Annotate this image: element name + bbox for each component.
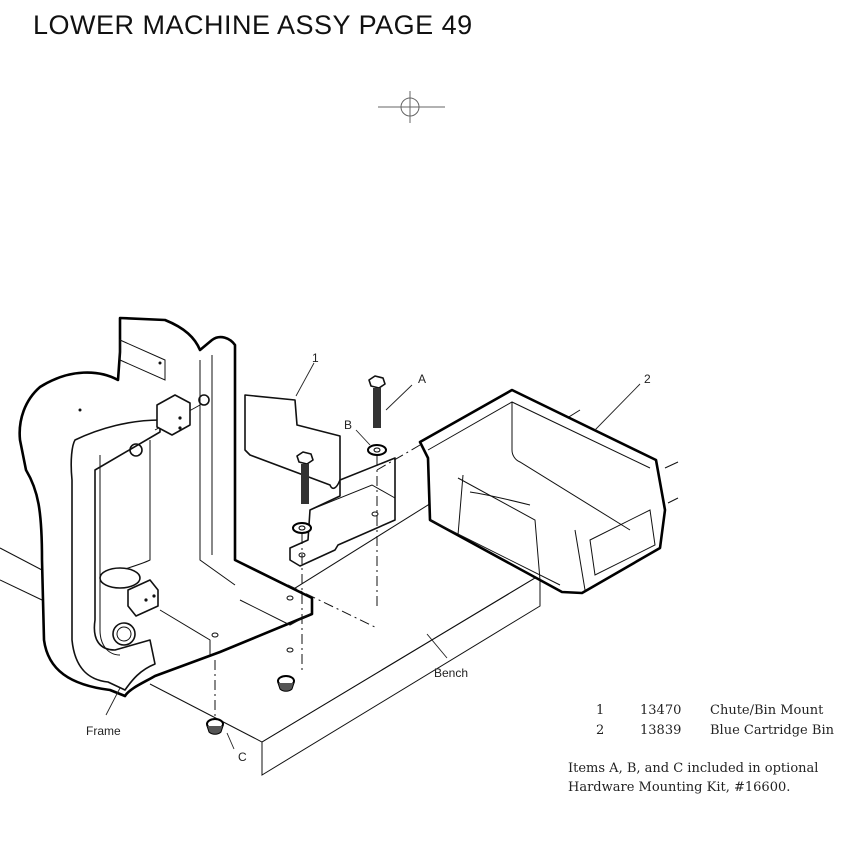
assembly-center-lines — [214, 444, 421, 716]
item-number: 2 — [596, 722, 605, 738]
hardware-kit-note: Items A, B, and C included in optional H… — [568, 759, 858, 797]
part-description: Chute/Bin Mount — [710, 702, 824, 718]
callout-part-2: 2 — [644, 372, 651, 386]
bolt-lower — [292, 451, 314, 534]
callout-item-b: B — [344, 418, 352, 432]
callout-item-c: C — [238, 750, 247, 764]
grommet-c — [206, 675, 295, 735]
parts-list: 1 13470 Chute/Bin Mount 2 13839 Blue Car… — [596, 700, 834, 740]
frame-casting — [18, 316, 314, 698]
note-line-1: Items A, B, and C included in optional — [568, 761, 819, 776]
callout-part-1: 1 — [312, 351, 319, 365]
parts-list-row: 1 13470 Chute/Bin Mount — [596, 700, 834, 720]
blue-cartridge-bin — [418, 388, 679, 595]
washer-b — [367, 444, 387, 456]
part-description: Blue Cartridge Bin — [710, 722, 834, 738]
leader-lines — [105, 362, 641, 750]
bolt-a — [368, 375, 386, 428]
callout-frame: Frame — [86, 724, 121, 738]
chute-bin-mount — [244, 394, 396, 567]
page-title: LOWER MACHINE ASSY PAGE 49 — [33, 10, 473, 40]
callout-item-a: A — [418, 372, 426, 386]
part-number: 13839 — [640, 722, 682, 738]
registration-mark-icon — [378, 91, 445, 123]
note-line-2: Hardware Mounting Kit, #16600. — [568, 780, 791, 795]
part-number: 13470 — [640, 702, 682, 718]
item-number: 1 — [596, 702, 605, 718]
parts-list-row: 2 13839 Blue Cartridge Bin — [596, 720, 834, 740]
callout-bench: Bench — [434, 666, 468, 680]
